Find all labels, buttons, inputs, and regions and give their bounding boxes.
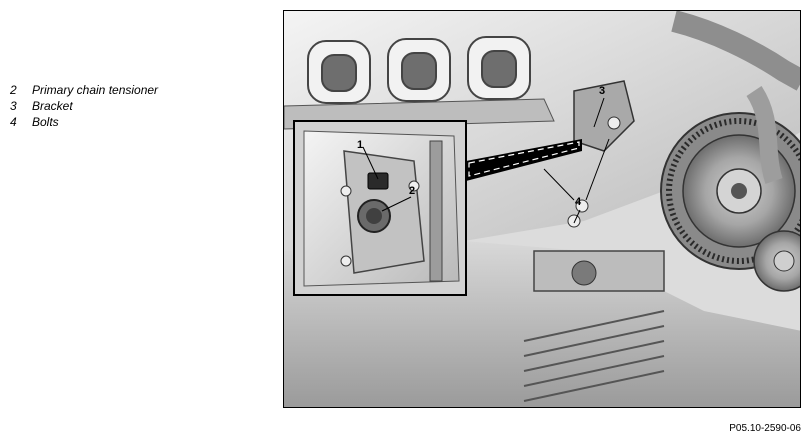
bolt-head [567,214,581,228]
legend-text: Bolts [32,115,59,129]
zoom-wedge [466,139,582,181]
sensor [571,260,597,286]
bolt-head [607,116,621,130]
bracket-part [573,80,635,152]
legend-item: 3 Bracket [10,98,158,114]
legend: 2 Primary chain tensioner 3 Bracket 4 Bo… [10,82,158,130]
figure-id: P05.10-2590-06 [729,423,801,434]
timing-cover-flange [533,250,665,292]
legend-item: 2 Primary chain tensioner [10,82,158,98]
return-hose [746,86,783,184]
engine-drawing: 1 2 3 4 [284,11,800,407]
detail-inset [293,120,467,296]
idler-pulley [753,230,800,292]
legend-number: 2 [10,83,17,97]
zoom-wedge-pattern [468,141,580,177]
legend-text: Primary chain tensioner [32,83,159,97]
callout-4: 4 [575,196,582,208]
legend-number: 4 [10,115,17,129]
bolt-head [575,199,589,213]
intake-ports [307,36,531,104]
coolant-hose [671,11,800,91]
engine-illustration: 1 2 3 4 [283,10,801,408]
callout-2: 2 [409,185,415,197]
oil-pan-ribs [523,310,665,402]
legend-text: Bracket [32,99,73,113]
legend-number: 3 [10,99,17,113]
callout-3: 3 [599,85,605,97]
callout-1: 1 [357,139,363,151]
tensioner-clip [367,172,389,190]
leader-lines [543,97,610,224]
legend-item: 4 Bolts [10,114,158,130]
